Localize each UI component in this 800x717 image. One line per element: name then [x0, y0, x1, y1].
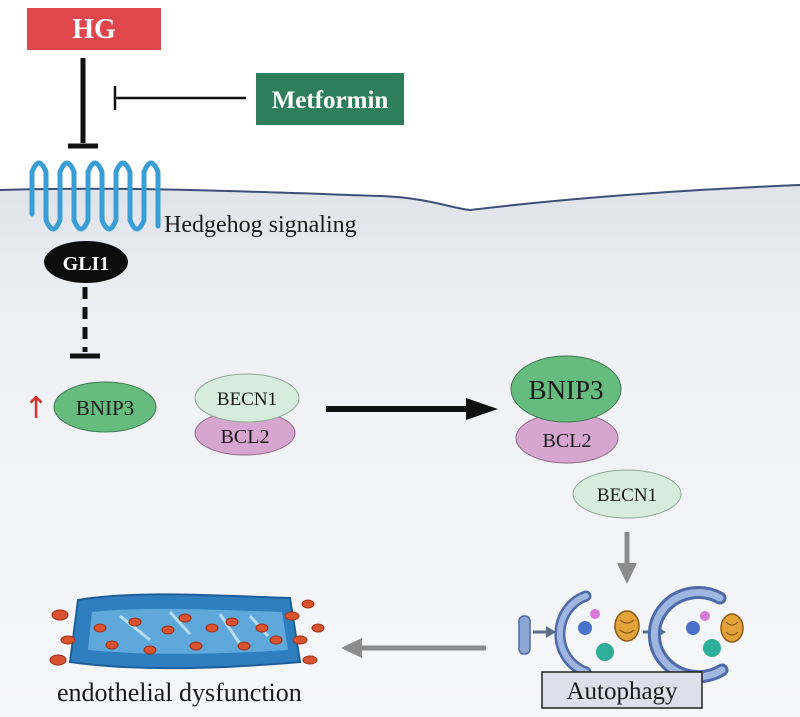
metformin-inhibition-arrow [113, 86, 246, 110]
gli1-node: GLI1 [44, 241, 128, 283]
endothelial-dysfunction-label: endothelial dysfunction [57, 678, 302, 707]
up-arrow-icon: ↑ [23, 391, 48, 426]
hg-label: HG [72, 14, 116, 45]
hedgehog-signaling-label: Hedgehog signaling [164, 212, 357, 238]
transition-arrow [326, 398, 498, 420]
bnip3-bcl2-complex: BCL2 BNIP3 [510, 355, 622, 464]
bnip3-label: BNIP3 [76, 396, 134, 420]
autophagy-label: Autophagy [566, 678, 678, 705]
blood-vessel-illustration [49, 593, 325, 670]
metformin-label: Metformin [272, 87, 389, 114]
becn1-released-node: BECN1 [572, 469, 682, 519]
autophagy-box: Autophagy [541, 671, 703, 709]
cytoplasm [0, 185, 800, 717]
becn1-bcl2-complex: BCL2 BECN1 [194, 373, 300, 456]
complex-left-bcl2-label: BCL2 [221, 426, 270, 448]
complex-left-becn1-label: BECN1 [217, 389, 277, 410]
hg-inhibition-arrow [68, 58, 98, 149]
hg-box: HG [27, 8, 161, 50]
complex-right-bcl2-label: BCL2 [543, 430, 592, 452]
hedgehog-receptor [29, 160, 161, 232]
cell-membrane-line [0, 184, 800, 212]
gli1-label: GLI1 [63, 253, 110, 275]
becn1-released-label: BECN1 [597, 485, 657, 506]
bnip3-node: BNIP3 [53, 381, 157, 433]
becn1-to-autophagy-arrow [617, 532, 637, 584]
gli1-inhibition-arrow [70, 287, 100, 359]
autophagy-to-dysfunction-arrow [341, 638, 486, 658]
complex-right-bnip3-label: BNIP3 [528, 375, 603, 405]
metformin-box: Metformin [256, 73, 404, 125]
